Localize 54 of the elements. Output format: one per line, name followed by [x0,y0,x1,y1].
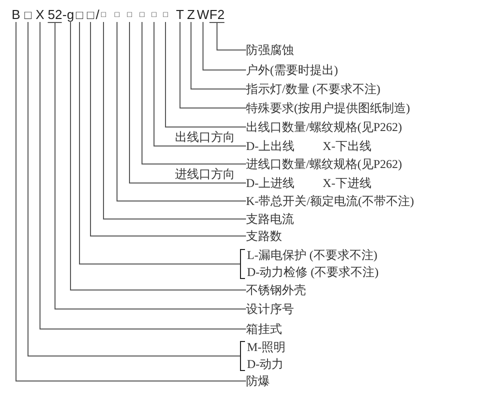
code-separator: / [96,8,100,22]
option-text: D-上出线 [246,139,295,153]
code-character: W [196,8,210,22]
option-text: L-漏电保护 (不要求不注) [247,247,378,264]
leader-line [103,22,246,220]
code-character: □ [140,8,144,22]
description-text: 设计序号 [246,302,294,316]
code-character: T [176,8,184,22]
description-text: 出线口数量/螺纹规格(见P262) [246,120,402,134]
description-text: 指示灯/数量 (不要求不注) [246,82,380,96]
description-text: 户外(需要时提出) [246,63,338,77]
leader-line [129,22,246,184]
description-text: 箱挂式 [246,322,282,336]
option-text: D-动力检修 (不要求不注) [247,264,379,281]
option-text: D-上进线 [246,176,295,190]
code-character: □ [24,8,32,22]
option-text: X-下进线 [322,176,372,190]
code-character: F2 [209,8,225,23]
code-character: B [12,8,20,22]
code-character: g [66,8,74,22]
option-text: D-动力 [247,356,284,373]
leader-line [216,22,246,50]
leader-line [90,22,246,236]
description-text: 支路电流 [246,212,294,226]
code-character: □ [152,8,156,22]
code-character: □ [114,8,120,22]
option-text: X-下出线 [322,139,372,153]
leader-line [190,22,246,90]
leader-line [165,22,246,128]
edge-label: 出线口方向 [175,130,235,144]
leader-line [116,22,246,202]
code-character: □ [86,8,94,22]
description-text: 支路数 [246,229,282,243]
leader-line [180,22,246,108]
leader-line [154,22,246,146]
leader-line [202,22,246,70]
description-text: 防爆 [246,374,270,388]
leader-line [142,22,246,164]
description-text: 不锈钢外壳 [246,283,306,297]
description-text: K-带总开关/额定电流(不带不注) [246,194,414,208]
code-character: Z [187,8,195,22]
code-character: □ [127,8,132,22]
description-text: 特殊要求(按用户提供图纸制造) [246,101,410,115]
code-character: □ [101,8,106,22]
description-text: 进线口数量/螺纹规格(见P262) [246,157,402,171]
edge-label: 进线口方向 [175,167,235,181]
code-character: X [36,8,44,22]
code-character: □ [76,8,84,22]
code-separator: - [62,8,67,22]
description-text: 防强腐蚀 [246,43,294,57]
option-text: M-照明 [247,339,286,356]
code-character: □ [163,8,168,22]
leader-line [79,22,240,264]
code-character: 52 [48,8,62,23]
